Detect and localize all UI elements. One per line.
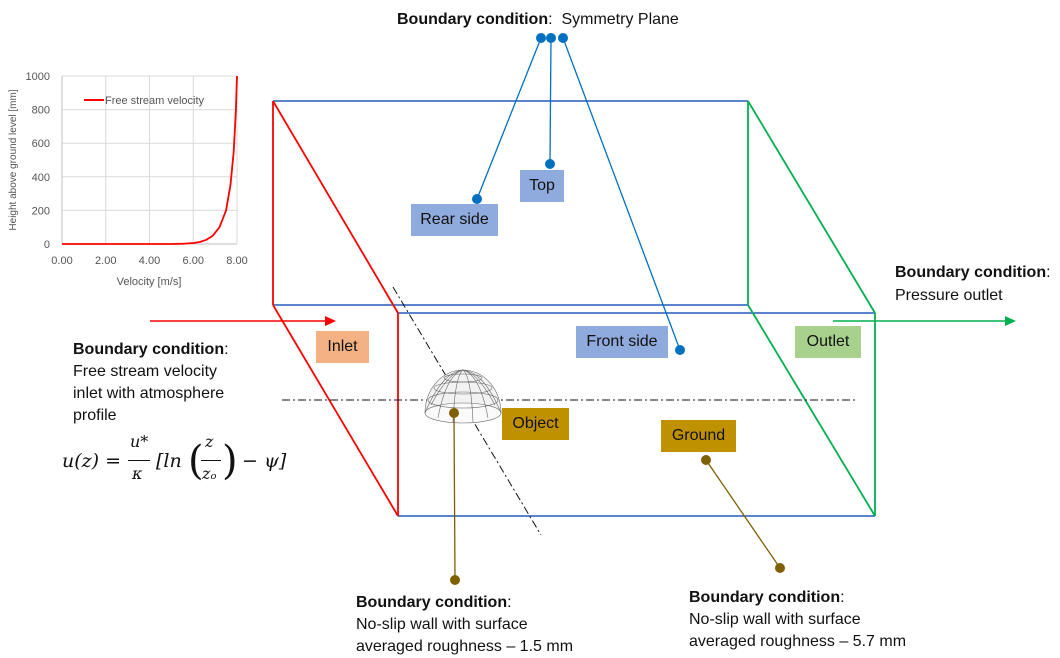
- inlet-bc-title: Boundary condition: [73, 341, 225, 358]
- symmetry-sep: :: [548, 11, 553, 28]
- formula-paren-open: (: [188, 438, 204, 484]
- chart-axes: 0.00 2.00 4.00 6.00 8.00 0 200 400 600 800 1000: [26, 71, 248, 267]
- formula-frac-den: zₒ: [202, 464, 217, 483]
- x-axis-label: Velocity [m/s]: [117, 276, 182, 288]
- object-bc-line: No-slip wall with surface: [356, 616, 528, 633]
- outlet-bc-sep: :: [1046, 264, 1051, 281]
- object-bc-sep: :: [507, 594, 512, 611]
- formula-bar: [128, 460, 150, 461]
- inlet-bc-line: profile: [73, 407, 117, 424]
- inlet-top-diagonal: [272, 100, 399, 314]
- outlet-flow-arrow: [833, 316, 1016, 326]
- outlet-bottom-diagonal: [747, 304, 876, 517]
- formula-body: [ln: [156, 450, 182, 472]
- y-tick-label: 800: [32, 105, 50, 117]
- inlet-bc-line: inlet with atmosphere: [73, 385, 225, 402]
- symmetry-condition: Boundary condition: Symmetry Plane: [397, 9, 679, 30]
- formula-frac-bar: [201, 460, 221, 461]
- object-bc-line: averaged roughness – 1.5 mm: [356, 638, 574, 655]
- y-axis-label: Height above ground level [mm]: [8, 89, 19, 230]
- x-tick-label: 6.00: [183, 255, 204, 267]
- formula-den: κ: [132, 464, 143, 483]
- inlet-bottom-diagonal: [272, 304, 399, 517]
- rear-side-label: Rear side: [411, 204, 498, 236]
- hemisphere-object: [424, 369, 502, 424]
- wall-leaders: [453, 412, 781, 581]
- inlet-bc-line: Free stream velocity: [73, 363, 218, 380]
- chart-grid: [61, 75, 238, 245]
- formula-frac-num: z: [205, 432, 214, 451]
- x-tick-label: 0.00: [51, 255, 72, 267]
- object-bc-title: Boundary condition: [356, 594, 508, 611]
- outlet-bc-title: Boundary condition: [895, 264, 1047, 281]
- velocity-profile-line: [62, 75, 238, 245]
- symmetry-leaders: [476, 37, 681, 351]
- inlet-bc-sep: :: [224, 341, 229, 358]
- formula-num: u*: [130, 432, 149, 451]
- front-side-label: Front side: [576, 326, 668, 358]
- y-tick-label: 600: [32, 138, 50, 150]
- chart-series: [62, 75, 238, 245]
- domain-front-face: [397, 312, 876, 517]
- y-tick-label: 1000: [26, 71, 50, 83]
- y-tick-label: 200: [32, 205, 50, 217]
- domain-back-face: [272, 100, 749, 306]
- formula-lhs: u(z) =: [62, 450, 122, 472]
- wall-dots: [449, 408, 785, 585]
- inlet-condition: Boundary condition: Free stream velocity…: [73, 339, 229, 427]
- formula-tail: − ψ]: [242, 450, 287, 472]
- outlet-label: Outlet: [795, 326, 861, 358]
- outlet-condition: Boundary condition: Pressure outlet: [895, 262, 1051, 306]
- y-tick-label: 400: [32, 172, 50, 184]
- symmetry-title: Boundary condition: [397, 11, 549, 28]
- y-tick-label: 0: [44, 239, 50, 251]
- symmetry-dots: [472, 33, 685, 355]
- x-tick-label: 4.00: [139, 255, 160, 267]
- ground-bc-line: No-slip wall with surface: [689, 611, 861, 628]
- symmetry-value: Symmetry Plane: [561, 11, 679, 28]
- object-label: Object: [502, 408, 569, 440]
- outlet-bc-value: Pressure outlet: [895, 287, 1003, 304]
- ground-bc-title: Boundary condition: [689, 589, 841, 606]
- formula-paren-close: ): [222, 438, 238, 484]
- inlet-label: Inlet: [316, 331, 369, 363]
- chart-legend: Free stream velocity: [84, 95, 205, 107]
- x-tick-label: 2.00: [95, 255, 116, 267]
- ground-bc-line: averaged roughness – 5.7 mm: [689, 633, 907, 650]
- ground-label: Ground: [661, 420, 736, 452]
- ground-bc-sep: :: [840, 589, 845, 606]
- object-condition: Boundary condition: No-slip wall with su…: [356, 592, 573, 658]
- top-label: Top: [520, 170, 564, 202]
- outlet-top-diagonal: [747, 100, 876, 314]
- x-tick-label: 8.00: [226, 255, 247, 267]
- inlet-flow-arrow: [150, 316, 336, 326]
- legend-label: Free stream velocity: [105, 95, 205, 107]
- ground-condition: Boundary condition: No-slip wall with su…: [689, 587, 906, 653]
- log-law-formula: u(z) = u* κ [ln ( z zₒ ) − ψ]: [62, 430, 302, 496]
